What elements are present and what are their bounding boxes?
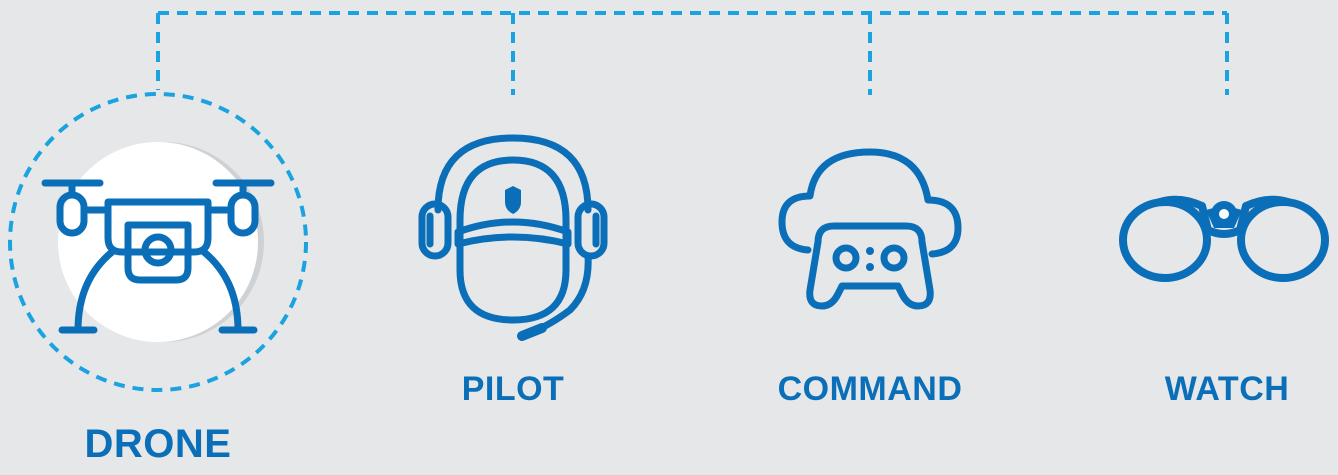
cloud-controller-icon (778, 148, 962, 310)
binoculars-icon (1119, 195, 1329, 282)
option-pilot-label: PILOT (461, 370, 565, 408)
drone-icon (41, 142, 275, 342)
option-pilot[interactable]: PILOT (400, 120, 626, 430)
pilot-headset-icon (418, 134, 608, 341)
option-command-label: COMMAND (777, 370, 963, 408)
option-command[interactable]: COMMAND (760, 130, 980, 430)
active-selection-ring (8, 92, 308, 392)
option-watch-label: WATCH (1164, 370, 1290, 408)
option-drone-label: DRONE (84, 422, 232, 466)
option-watch[interactable]: WATCH (1110, 170, 1338, 430)
option-drone[interactable]: DRONE (0, 90, 316, 475)
